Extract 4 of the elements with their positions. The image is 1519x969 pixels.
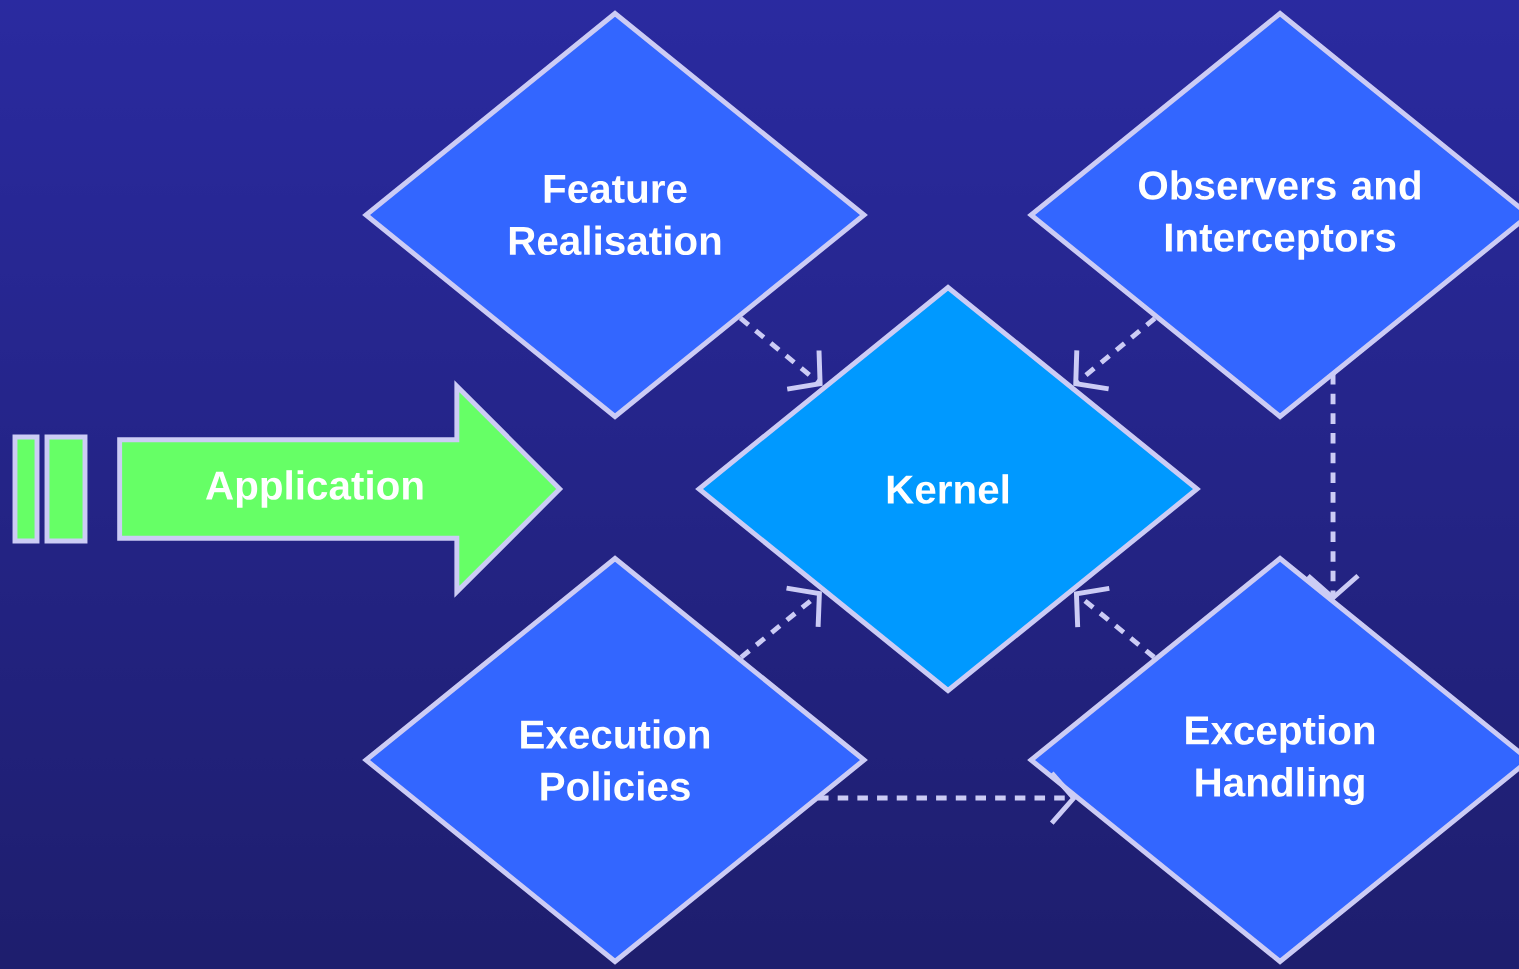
dotted-arrow [1306, 374, 1360, 601]
dotted-arrow [1073, 316, 1157, 392]
dotted-arrow [738, 316, 823, 392]
dotted-arrow [818, 771, 1078, 825]
